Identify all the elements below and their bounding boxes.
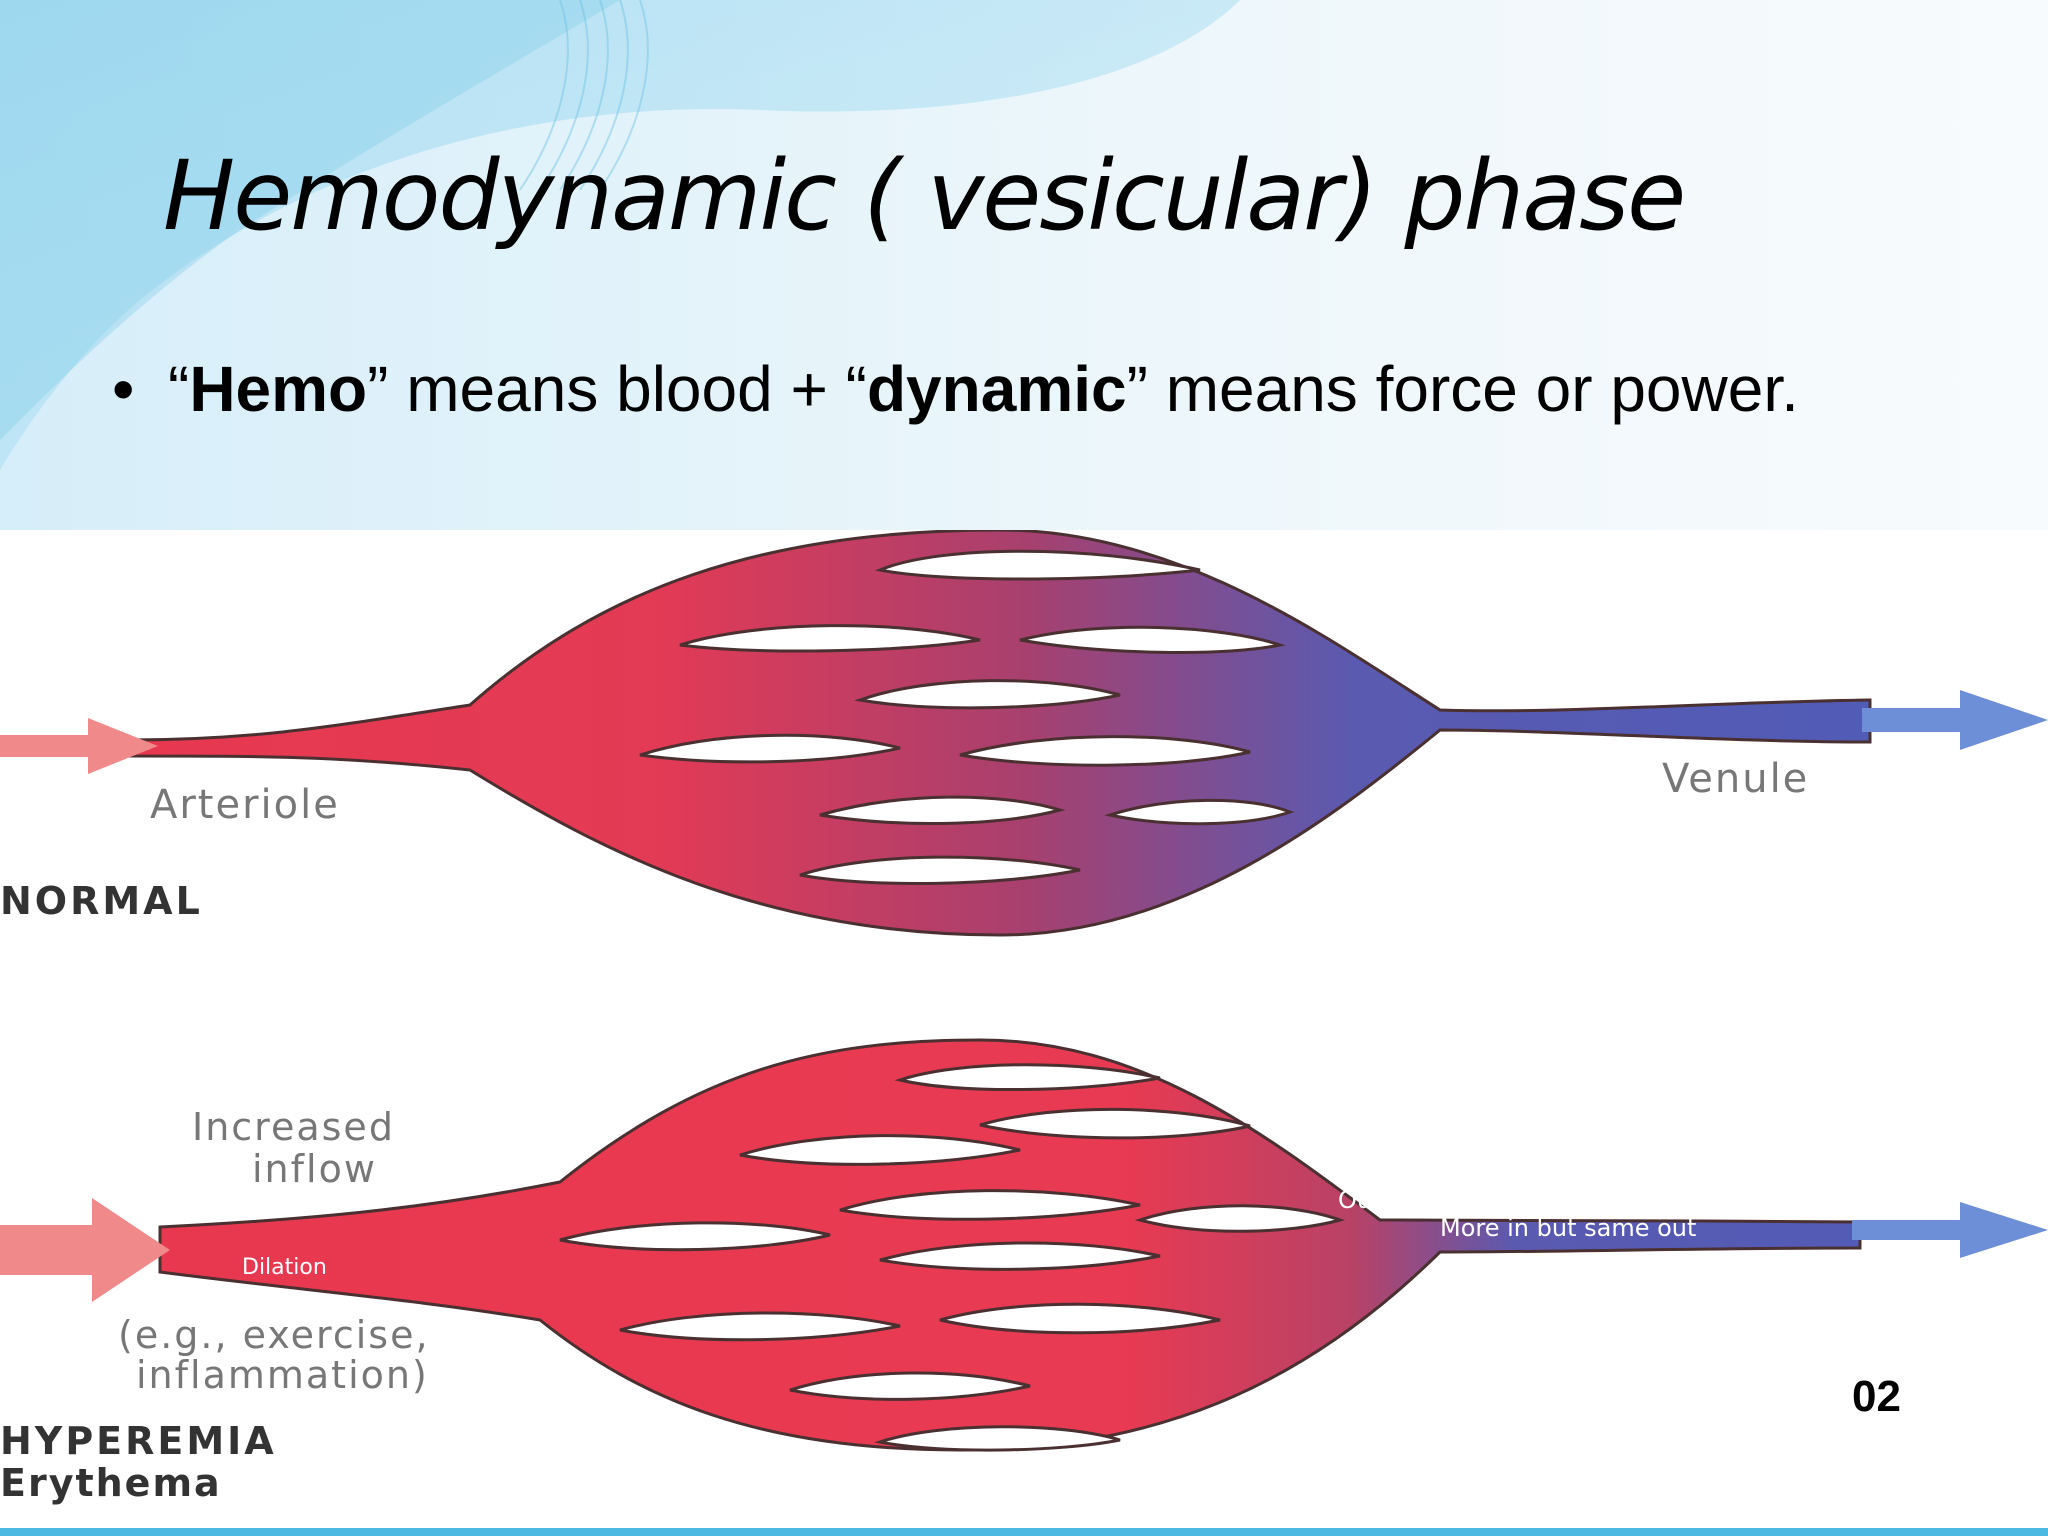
arteriole-label: Arteriole <box>150 782 340 828</box>
background-wave <box>0 0 1240 470</box>
quote-open: “ <box>168 353 190 425</box>
outflow-label-line1: Outflow still same <box>1338 1186 1553 1214</box>
term-dynamic: dynamic <box>866 353 1127 425</box>
increased-inflow-label-line2: inflow <box>252 1147 377 1191</box>
example-label-line2: inflammation) <box>136 1353 429 1397</box>
normal-capillary-bed: Arteriole Venule NORMAL <box>0 530 2048 937</box>
normal-outflow-arrow <box>1862 690 2048 750</box>
venule-label: Venule <box>1662 756 1809 802</box>
page-number: 02 <box>1852 1372 1901 1421</box>
hyperemia-outflow-arrow <box>1852 1202 2048 1258</box>
definition-part-2: ” means force or power. <box>1126 353 1799 425</box>
hyperemia-condition-label: HYPEREMIA <box>0 1419 277 1463</box>
hyperemia-inflow-arrow <box>0 1198 170 1302</box>
hyperemia-capillary-bed: Increased inflow Dilation (e.g., exercis… <box>0 1038 2048 1505</box>
slide-title: Hemodynamic ( vesicular) phase <box>163 140 1686 252</box>
capillary-bed-diagram: Arteriole Venule NORMAL Increase <box>0 530 2048 1528</box>
term-hemo: Hemo <box>189 353 368 425</box>
bullet-marker: • <box>112 353 135 425</box>
normal-inflow-arrow <box>0 718 158 774</box>
erythema-label: Erythema <box>0 1461 222 1505</box>
dilation-label: Dilation <box>242 1255 327 1280</box>
increased-inflow-label-line1: Increased <box>192 1105 395 1149</box>
normal-condition-label: NORMAL <box>0 879 203 923</box>
example-label-line1: (e.g., exercise, <box>118 1313 430 1357</box>
definition-part-1: ” means blood + “ <box>367 353 867 425</box>
outflow-label-line2: More in but same out <box>1440 1214 1696 1242</box>
bullet-text: “Hemo” means blood + “dynamic” means for… <box>168 345 1908 433</box>
